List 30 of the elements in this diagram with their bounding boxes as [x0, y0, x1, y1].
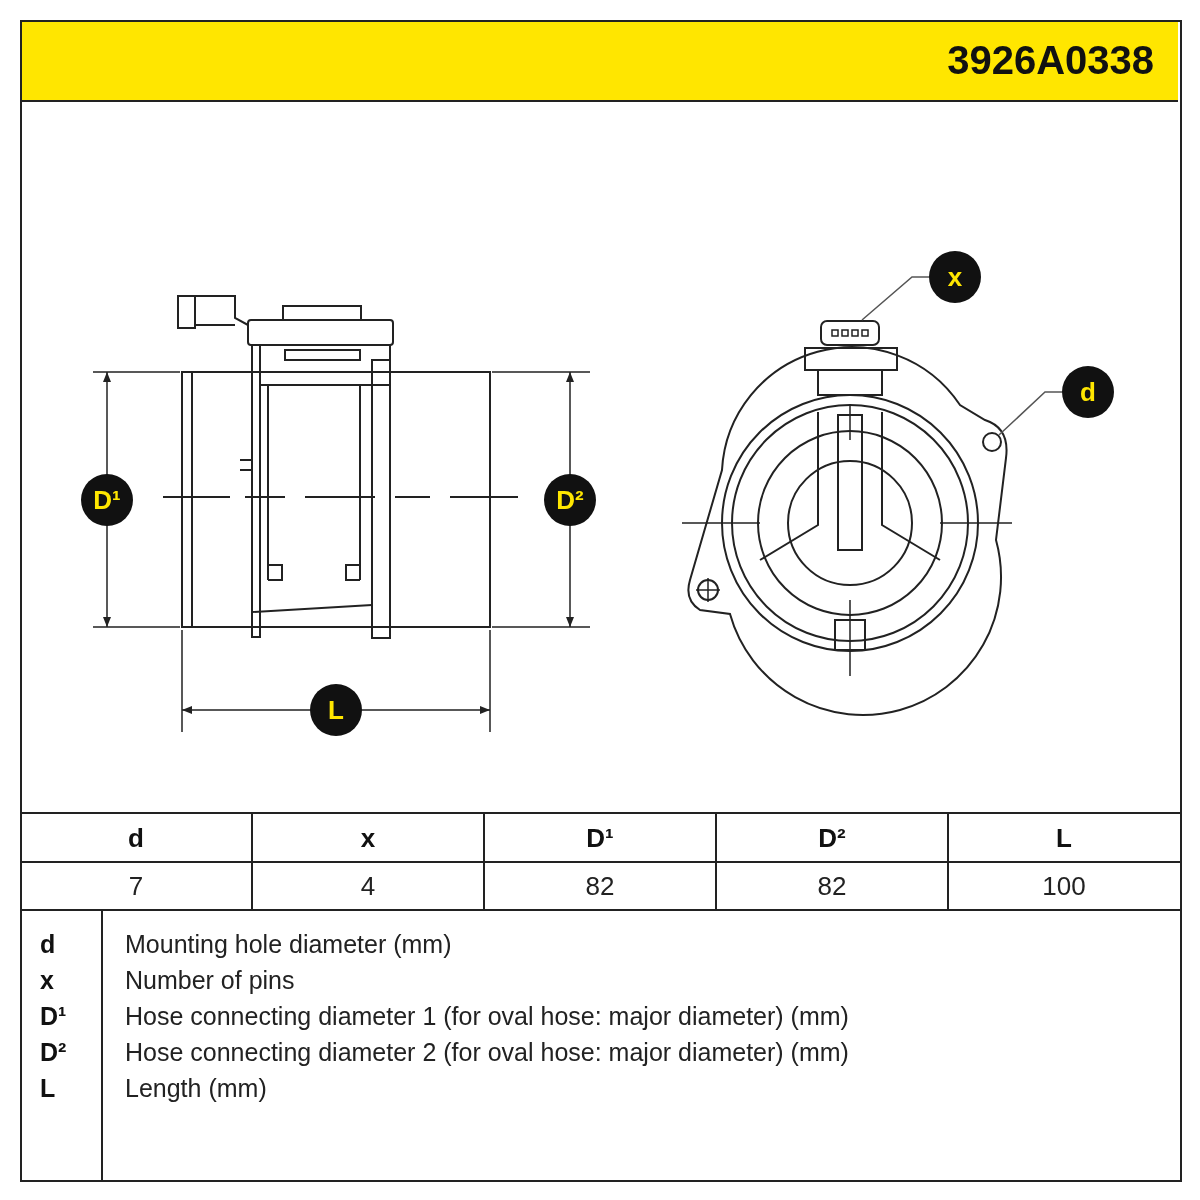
table-header-cell-text: d: [127, 821, 145, 855]
table-cell-text: 7: [127, 869, 145, 903]
mounting-hole: [982, 432, 1002, 452]
table-header-cell-text: x: [359, 821, 377, 855]
legend-key: D²: [40, 1038, 67, 1067]
leader-line: [861, 276, 930, 321]
legend-key: L: [40, 1074, 56, 1103]
table-header-cell-text: D²: [817, 821, 847, 855]
table-cell-text: 82: [584, 869, 616, 903]
table-cell-text: 82: [816, 869, 848, 903]
table-cell-text: 100: [1041, 869, 1087, 903]
legend-key: x: [40, 966, 54, 995]
dimension-callout: D²: [544, 474, 596, 526]
dimension-callout: D¹: [81, 474, 133, 526]
callout-letter: x: [929, 251, 981, 303]
dimension-callout: L: [310, 684, 362, 736]
legend-description: Number of pins: [125, 966, 295, 995]
callout-letter: d: [1062, 366, 1114, 418]
legend-key: D¹: [40, 1002, 67, 1031]
legend-description: Length (mm): [125, 1074, 267, 1103]
legend-description: Mounting hole diameter (mm): [125, 930, 452, 959]
legend-description: Hose connecting diameter 2 (for oval hose: major diameter) (mm): [125, 1038, 849, 1067]
leader-line: [998, 391, 1063, 436]
table-header-cell-text: L: [1055, 821, 1073, 855]
legend-description: Hose connecting diameter 1 (for oval hose: major diameter) (mm): [125, 1002, 849, 1031]
legend-key: d: [40, 930, 56, 959]
table-cell-text: 4: [359, 869, 377, 903]
connector-drawing: [820, 320, 880, 346]
table-header-cell-text: D¹: [585, 821, 615, 855]
part-number: 3926A0338: [947, 38, 1154, 83]
